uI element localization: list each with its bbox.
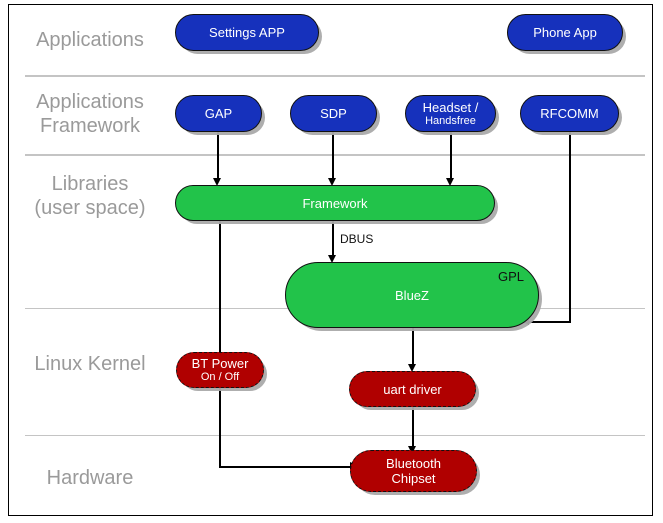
divider-applications-framework	[25, 154, 645, 156]
node-framework-label: Framework	[302, 195, 368, 211]
edge-bluez-to-uart-arrowhead	[408, 364, 416, 372]
layer-label-linux-kernel: Linux Kernel	[34, 353, 146, 375]
edge-sdp-to-framework-line	[332, 131, 334, 181]
node-uart-driver-label: uart driver	[383, 381, 442, 397]
node-sdp[interactable]: SDP	[290, 95, 377, 132]
edge-label-dbus: DBUS	[340, 232, 374, 246]
node-rfcomm-label: RFCOMM	[540, 106, 599, 121]
layer-label-hardware: Hardware	[46, 467, 134, 489]
node-sdp-label: SDP	[320, 106, 347, 121]
node-settings-app-label: Settings APP	[209, 25, 285, 40]
divider-linux-kernel	[25, 435, 645, 436]
node-gap-label: GAP	[204, 106, 233, 121]
node-bluetooth-chipset-label: Bluetooth	[386, 456, 441, 471]
layer-label-applications: Applications	[36, 29, 144, 51]
edge-uart-to-chipset-line	[412, 405, 414, 450]
node-gap[interactable]: GAP	[175, 95, 262, 132]
edge-gap-to-framework-line	[217, 131, 219, 181]
node-headset-handsfree-label: Headset /	[422, 99, 479, 115]
diagram-border	[8, 4, 653, 516]
edge-sdp-to-framework-arrowhead	[328, 178, 336, 186]
node-rfcomm[interactable]: RFCOMM	[520, 95, 619, 132]
node-bluetooth-chipset-sublabel: Chipset	[391, 471, 436, 486]
edge-framework-to-bluez-arrowhead	[328, 255, 336, 263]
node-settings-app[interactable]: Settings APP	[175, 14, 319, 51]
edge-gap-to-framework-arrowhead	[213, 178, 221, 186]
edge-headset-to-framework-line	[450, 131, 452, 181]
node-bt-power-sublabel: On / Off	[200, 371, 240, 383]
edge-btpower-to-chipset-hline	[219, 466, 354, 468]
edge-bluez-to-uart-line	[412, 327, 414, 368]
node-bluetooth-chipset[interactable]: Bluetooth Chipset	[350, 450, 477, 492]
edge-framework-btpower-chipset-vline	[219, 219, 221, 467]
edge-framework-to-bluez-line	[332, 219, 334, 259]
node-headset-handsfree[interactable]: Headset / Handsfree	[405, 95, 496, 132]
layer-label-libraries: Libraries (user space)	[34, 173, 146, 219]
node-framework[interactable]: Framework	[175, 185, 495, 221]
node-bluez[interactable]: GPL BlueZ	[285, 262, 539, 328]
layer-label-applications-framework: Applications Framework	[36, 91, 144, 137]
node-headset-handsfree-sublabel: Handsfree	[425, 114, 476, 127]
node-uart-driver[interactable]: uart driver	[349, 371, 476, 407]
node-bluez-license-tag: GPL	[497, 269, 524, 284]
edge-rfcomm-to-bluez-vline	[569, 131, 571, 323]
edge-headset-to-framework-arrowhead	[446, 178, 454, 186]
edge-rfcomm-to-bluez-hline	[528, 321, 570, 323]
node-phone-app[interactable]: Phone App	[507, 14, 623, 51]
divider-applications	[25, 75, 645, 77]
node-bt-power-label: BT Power	[191, 356, 249, 371]
node-bluez-label: BlueZ	[395, 287, 429, 303]
node-bt-power[interactable]: BT Power On / Off	[176, 352, 264, 388]
node-phone-app-label: Phone App	[533, 25, 597, 40]
